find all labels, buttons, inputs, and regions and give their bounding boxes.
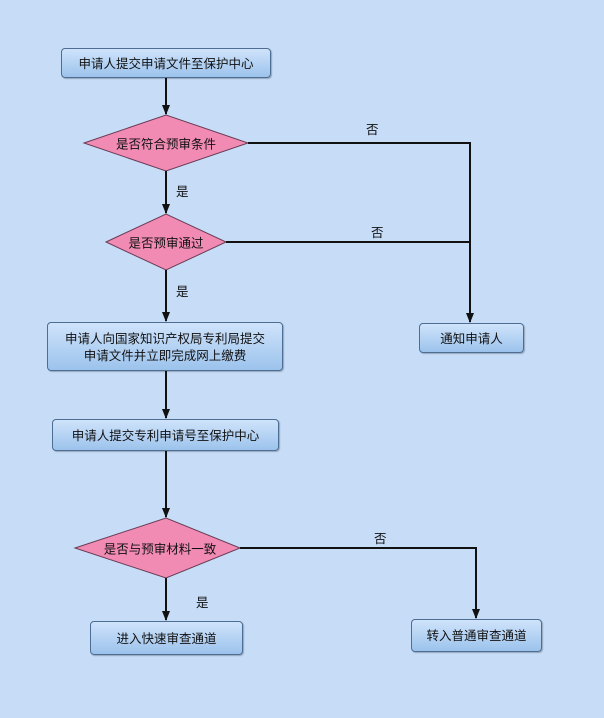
- edge-label-no-2: 否: [371, 225, 384, 240]
- edge-label-no-3: 否: [374, 531, 387, 546]
- node-submit-to-cnipa: 申请人向国家知识产权局专利局提交 申请文件并立即完成网上缴费: [47, 322, 283, 371]
- node-normal-track: 转入普通审查通道: [411, 619, 542, 652]
- arrow-consistent-no: [240, 547, 480, 619]
- node-notify-applicant: 通知申请人: [419, 323, 524, 353]
- node-submit-number-label: 申请人提交专利申请号至保护中心: [71, 427, 260, 443]
- decision-pre-exam-conditions-label: 是否符合预审条件: [115, 136, 217, 152]
- arrow-conditions-no: [248, 142, 474, 323]
- node-submit-to-center-label: 申请人提交申请文件至保护中心: [78, 55, 254, 71]
- edge-label-yes-1: 是: [176, 184, 189, 199]
- node-submit-to-center: 申请人提交申请文件至保护中心: [61, 48, 271, 78]
- node-submit-to-cnipa-line2: 申请文件并立即完成网上缴费: [83, 347, 247, 363]
- node-notify-applicant-label: 通知申请人: [440, 330, 503, 346]
- edge-label-yes-2: 是: [176, 284, 189, 299]
- node-normal-track-label: 转入普通审查通道: [426, 628, 527, 643]
- node-fast-track: 进入快速审查通道: [90, 621, 243, 655]
- node-fast-track-label: 进入快速审查通道: [116, 630, 217, 646]
- node-submit-to-cnipa-line1: 申请人向国家知识产权局专利局提交: [64, 330, 265, 346]
- edge-label-no-1: 否: [366, 122, 379, 137]
- edge-label-yes-3: 是: [196, 595, 209, 610]
- decision-consistent-label: 是否与预审材料一致: [103, 541, 217, 557]
- decision-pre-exam-passed-label: 是否预审通过: [128, 235, 204, 251]
- node-submit-number: 申请人提交专利申请号至保护中心: [52, 419, 279, 451]
